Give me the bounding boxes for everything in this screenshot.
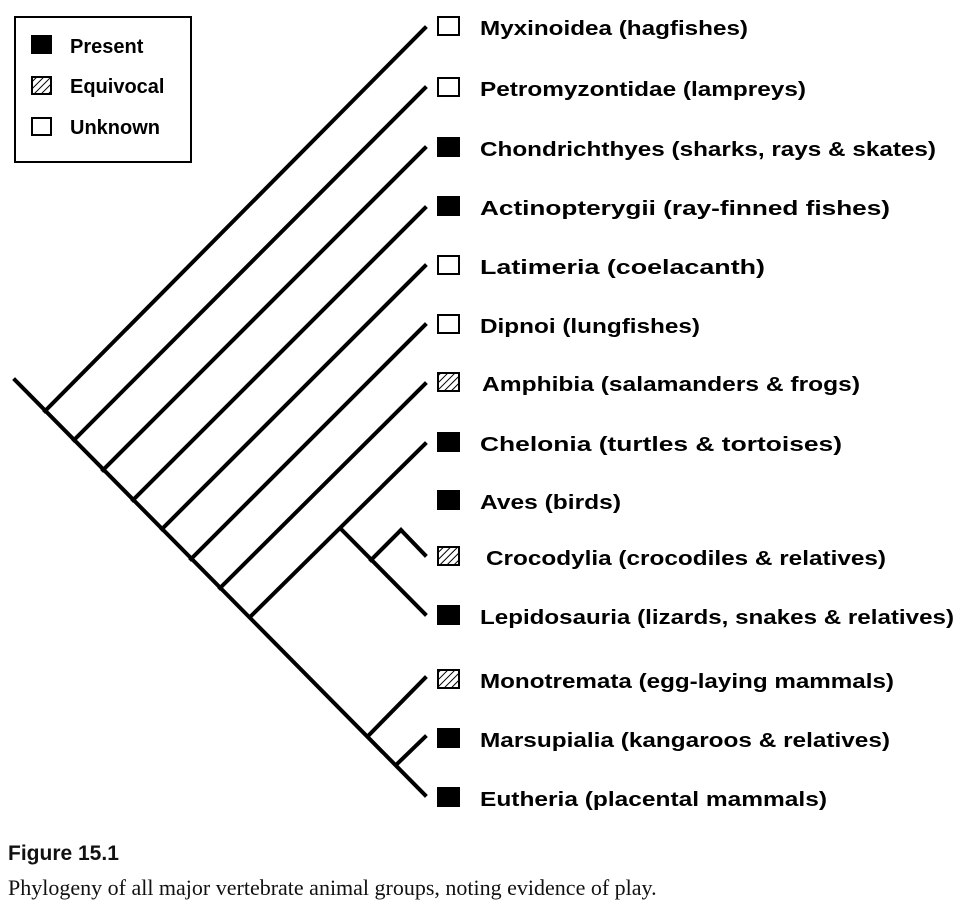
taxon-label-latimeria: Latimeria (coelacanth)	[480, 257, 765, 279]
phylogenetic-tree	[12, 25, 428, 798]
branch-myxinoidea	[42, 25, 428, 414]
taxon-label-dipnoi: Dipnoi (lungfishes)	[480, 316, 700, 338]
state-box-myxinoidea	[437, 16, 460, 36]
taxon-label-amphibia: Amphibia (salamanders & frogs)	[482, 374, 860, 396]
branch-amphibia	[217, 381, 428, 591]
state-box-dipnoi	[437, 314, 460, 334]
branch-chondrichthyes	[100, 145, 428, 473]
taxon-label-eutheria: Eutheria (placental mammals)	[480, 789, 827, 811]
figure-caption: Phylogeny of all major vertebrate animal…	[8, 875, 657, 900]
taxon-label-chelonia: Chelonia (turtles & tortoises)	[480, 434, 842, 456]
branch-latimeria	[159, 263, 428, 532]
taxon-label-petromyzontidae: Petromyzontidae (lampreys)	[480, 79, 806, 101]
state-box-amphibia	[437, 372, 460, 392]
legend-label-present: Present	[70, 36, 144, 58]
branch-amniota	[247, 441, 428, 620]
branch-archosauria	[368, 527, 404, 563]
taxon-label-actinopterygii: Actinopterygii (ray-finned fishes)	[480, 198, 890, 220]
branch-mammalia	[365, 675, 428, 739]
legend: Present Equivocal Unknown	[14, 16, 192, 163]
branch-actinopterygii	[130, 205, 428, 503]
equivocal-swatch	[31, 76, 52, 95]
legend-item-present: Present	[31, 35, 144, 58]
taxon-label-myxinoidea: Myxinoidea (hagfishes)	[480, 18, 748, 40]
state-box-chondrichthyes	[437, 137, 460, 157]
state-box-actinopterygii	[437, 196, 460, 216]
present-swatch	[31, 35, 52, 54]
legend-label-unknown: Unknown	[70, 117, 160, 139]
branch-dipnoi	[188, 322, 428, 562]
branch-petromyzontidae	[71, 85, 428, 443]
taxon-label-lepidosauria: Lepidosauria (lizards, snakes & relative…	[480, 607, 954, 629]
branch-crocodylia	[398, 527, 428, 558]
state-box-marsupialia	[437, 728, 460, 748]
figure-number: Figure 15.1	[8, 842, 119, 865]
taxon-label-aves: Aves (birds)	[480, 492, 621, 514]
taxon-label-chondrichthyes: Chondrichthyes (sharks, rays & skates)	[480, 139, 936, 161]
unknown-swatch	[31, 117, 52, 136]
state-box-lepidosauria	[437, 605, 460, 625]
branch-marsupialia	[393, 734, 428, 768]
branch-sauria	[338, 526, 428, 617]
taxon-label-monotremata: Monotremata (egg-laying mammals)	[480, 671, 894, 693]
taxon-labels: Myxinoidea (hagfishes) Petromyzontidae (…	[480, 18, 954, 811]
taxon-label-crocodylia: Crocodylia (crocodiles & relatives)	[486, 548, 886, 570]
legend-item-unknown: Unknown	[31, 117, 160, 139]
taxon-label-marsupialia: Marsupialia (kangaroos & relatives)	[480, 730, 890, 752]
state-box-aves	[437, 490, 460, 510]
state-box-monotremata	[437, 669, 460, 689]
legend-label-equivocal: Equivocal	[70, 76, 164, 98]
state-box-crocodylia	[437, 546, 460, 566]
state-boxes	[437, 16, 460, 807]
state-box-eutheria	[437, 787, 460, 807]
legend-item-equivocal: Equivocal	[31, 76, 164, 98]
state-box-chelonia	[437, 432, 460, 452]
state-box-petromyzontidae	[437, 77, 460, 97]
state-box-latimeria	[437, 255, 460, 275]
